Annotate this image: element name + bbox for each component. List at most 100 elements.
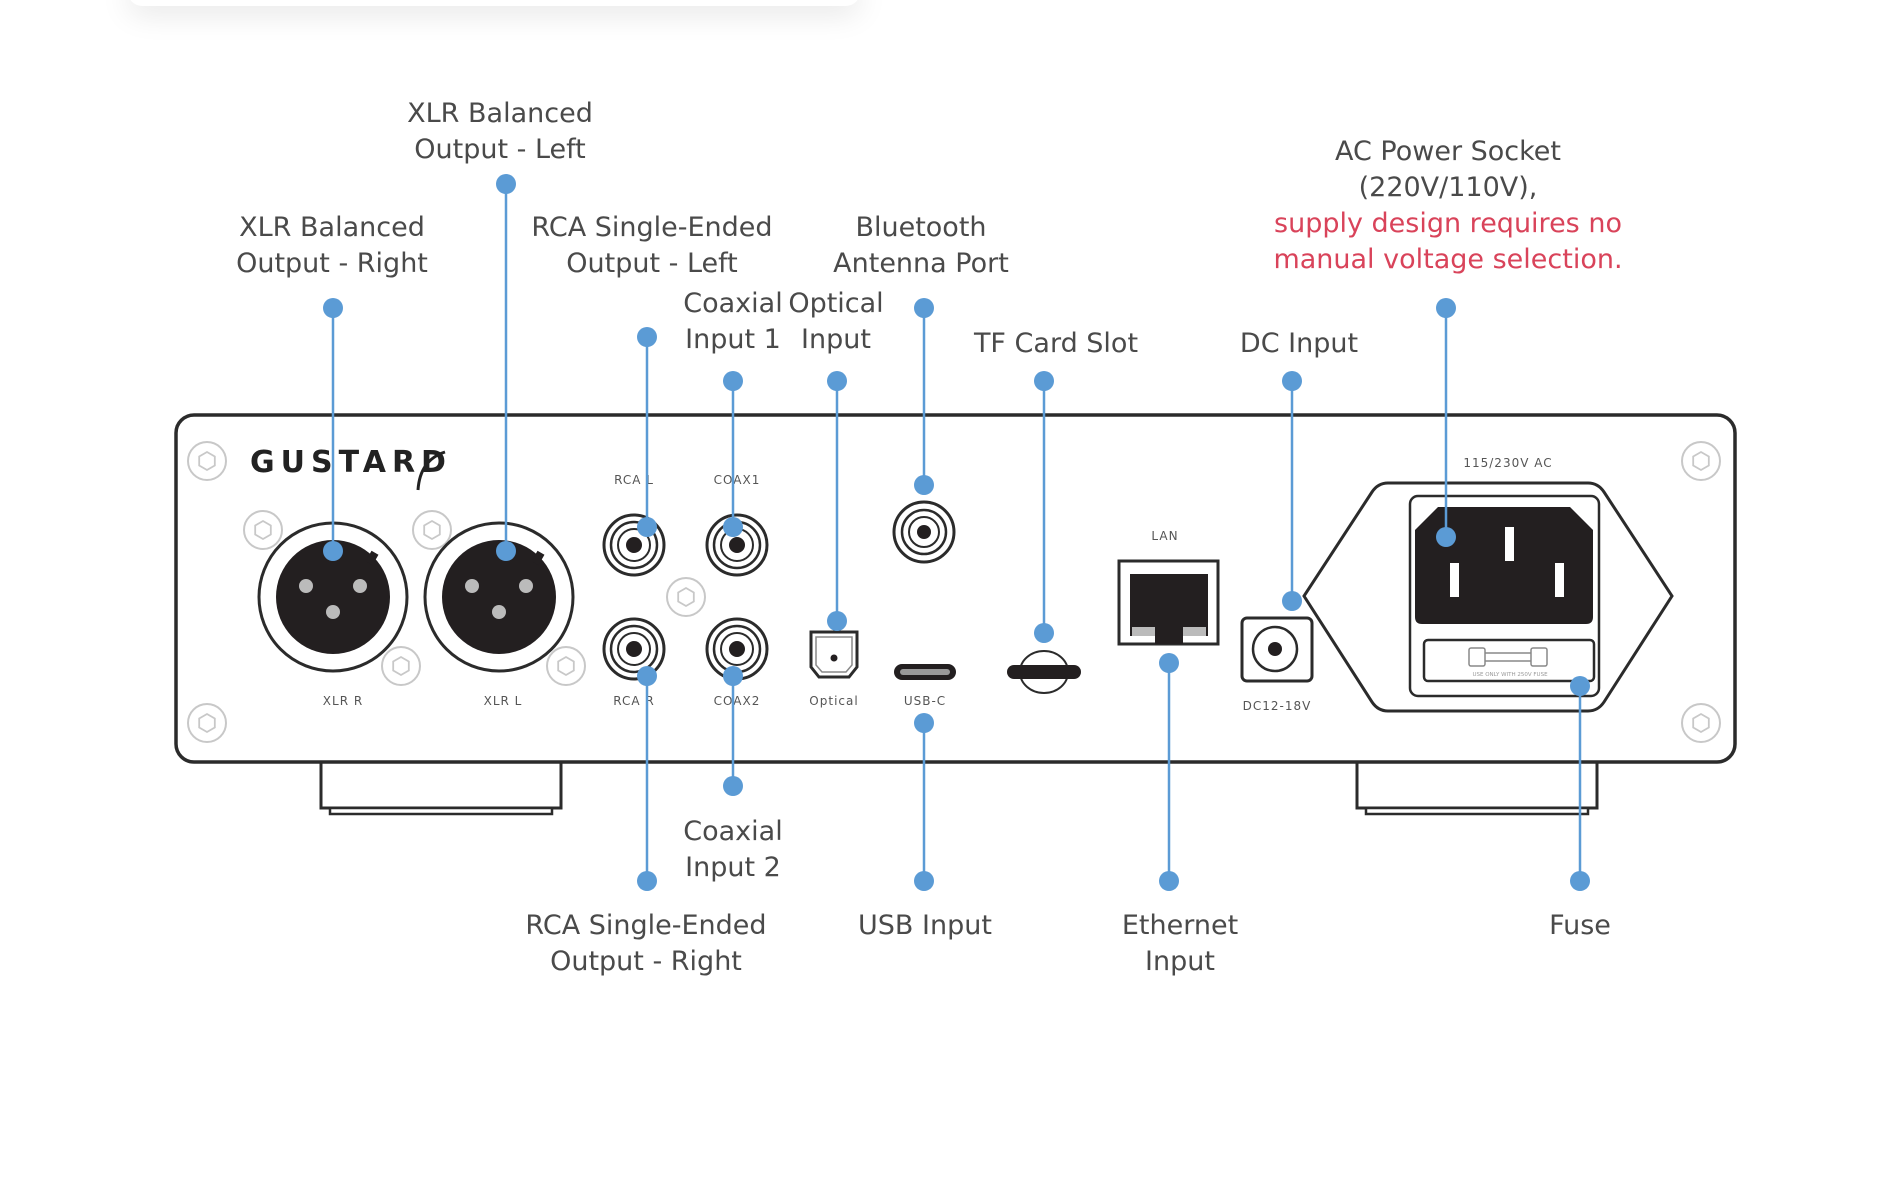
label-xlr-r: XLR R bbox=[323, 694, 363, 708]
callout-text: Input bbox=[1145, 946, 1215, 977]
callout-text: (220V/110V), bbox=[1359, 172, 1538, 203]
label-rca-r: RCA R bbox=[613, 694, 654, 708]
screw-icon bbox=[243, 510, 283, 550]
screw-icon bbox=[1681, 703, 1721, 743]
callout-text: Fuse bbox=[1549, 910, 1611, 941]
screw-icon bbox=[666, 577, 706, 617]
rca-jacks bbox=[602, 513, 769, 681]
brand-logo: GUSTARD bbox=[250, 445, 452, 480]
callout-text: Output - Left bbox=[414, 134, 586, 165]
leader-dot bbox=[323, 298, 343, 318]
leader-rca-right bbox=[637, 666, 657, 891]
callout-text: Input 1 bbox=[685, 324, 781, 355]
screw-icon bbox=[1681, 441, 1721, 481]
leader-tf-card bbox=[1034, 371, 1054, 643]
leader-dot bbox=[827, 371, 847, 391]
label-usb-c: USB-C bbox=[904, 694, 946, 708]
leader-lines bbox=[323, 174, 1590, 891]
leader-dot bbox=[1159, 653, 1179, 673]
leader-dot bbox=[723, 666, 743, 686]
leader-dot bbox=[1436, 527, 1456, 547]
leader-dot bbox=[914, 475, 934, 495]
leader-coax-1 bbox=[723, 371, 743, 537]
label-optical: Optical bbox=[809, 694, 858, 708]
leader-usb bbox=[914, 713, 934, 891]
leader-dot bbox=[1034, 623, 1054, 643]
leader-dot bbox=[1159, 871, 1179, 891]
bluetooth-antenna-port bbox=[892, 500, 956, 564]
top-card-shadow bbox=[128, 0, 860, 6]
callout-text: Coaxial bbox=[683, 288, 782, 319]
callout-text: Output - Right bbox=[236, 248, 428, 279]
leader-dot bbox=[1034, 371, 1054, 391]
callout-text: Input bbox=[801, 324, 871, 355]
label-lan: LAN bbox=[1151, 529, 1178, 543]
leader-bluetooth bbox=[914, 298, 934, 495]
leader-dot bbox=[723, 371, 743, 391]
leader-dot bbox=[496, 174, 516, 194]
screw-icon bbox=[381, 646, 421, 686]
callout-text: Coaxial bbox=[683, 816, 782, 847]
lan-port bbox=[1117, 559, 1220, 646]
callout-warning-text: supply design requires no bbox=[1274, 208, 1622, 239]
callout-text: Output - Left bbox=[566, 248, 738, 279]
foot-right bbox=[1355, 760, 1599, 816]
callout-usb: USB Input bbox=[858, 910, 992, 941]
callout-warning-text: manual voltage selection. bbox=[1273, 244, 1622, 275]
callout-fuse: Fuse bbox=[1549, 910, 1611, 941]
fuse-note: USE ONLY WITH 250V FUSE bbox=[1472, 672, 1548, 678]
screw-icon bbox=[546, 646, 586, 686]
callout-text: Bluetooth bbox=[855, 212, 986, 243]
callout-dc-input: DC Input bbox=[1240, 328, 1358, 359]
callout-tf-card: TF Card Slot bbox=[973, 328, 1138, 359]
coax1-jack bbox=[705, 513, 769, 577]
screw-icon bbox=[187, 703, 227, 743]
callout-text: Antenna Port bbox=[833, 248, 1009, 279]
leader-dot bbox=[1436, 298, 1456, 318]
callout-ac-power: AC Power Socket (220V/110V), supply design… bbox=[1273, 136, 1622, 275]
rca-right-jack bbox=[602, 617, 666, 681]
callout-text: DC Input bbox=[1240, 328, 1358, 359]
leader-dot bbox=[323, 541, 343, 561]
xlr-right-connector bbox=[257, 521, 409, 673]
callout-text: AC Power Socket bbox=[1335, 136, 1561, 167]
leader-rca-left bbox=[637, 327, 657, 537]
leader-dc-input bbox=[1282, 371, 1302, 611]
leader-dot bbox=[637, 666, 657, 686]
callout-text: XLR Balanced bbox=[407, 98, 593, 129]
label-coax1: COAX1 bbox=[714, 473, 761, 487]
leader-dot bbox=[1570, 676, 1590, 696]
callout-text: USB Input bbox=[858, 910, 992, 941]
leader-dot bbox=[914, 871, 934, 891]
callout-text: Optical bbox=[788, 288, 883, 319]
leader-dot bbox=[723, 776, 743, 796]
leader-ethernet bbox=[1159, 653, 1179, 891]
leader-dot bbox=[637, 327, 657, 347]
leader-dot bbox=[914, 713, 934, 733]
leader-dot bbox=[1570, 871, 1590, 891]
leader-dot bbox=[496, 541, 516, 561]
leader-dot bbox=[1282, 371, 1302, 391]
callout-text: TF Card Slot bbox=[973, 328, 1138, 359]
ac-power-inlet bbox=[1302, 481, 1674, 713]
label-xlr-l: XLR L bbox=[484, 694, 523, 708]
leader-dot bbox=[1282, 591, 1302, 611]
logo-swoosh bbox=[416, 450, 446, 491]
leader-dot bbox=[637, 871, 657, 891]
callout-text: Ethernet bbox=[1122, 910, 1238, 941]
callout-text: XLR Balanced bbox=[239, 212, 425, 243]
screw-icon bbox=[412, 510, 452, 550]
screw-icon bbox=[187, 441, 227, 481]
leader-dot bbox=[827, 611, 847, 631]
